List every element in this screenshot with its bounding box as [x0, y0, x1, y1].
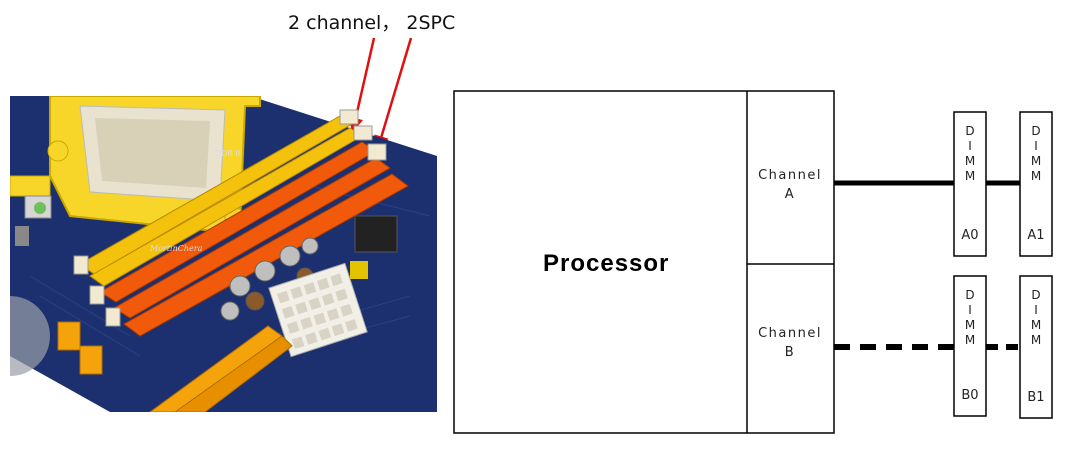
- dimm-letter: I: [1034, 139, 1038, 153]
- slot-label-b0: B0: [961, 388, 979, 403]
- dimm-a1-letters: D I M M: [1020, 124, 1052, 184]
- dimm-b0: [953, 275, 987, 417]
- processor-label: Processor: [543, 250, 670, 277]
- slot-label-b1: B1: [1027, 390, 1045, 405]
- chipset: [354, 215, 398, 253]
- dimm-letter: D: [1031, 124, 1041, 138]
- motherboard-photo: DDR II MortinChera: [10, 96, 437, 412]
- sata-port: [79, 345, 103, 375]
- dimm-b1: [1019, 275, 1053, 419]
- caption: 2 channel， 2SPC: [288, 12, 456, 34]
- dimm-slots: [73, 109, 409, 337]
- dimm-letter: M: [1030, 333, 1042, 347]
- channel-a-label: Channel A: [745, 166, 835, 204]
- channel-b-label: Channel B: [745, 324, 835, 362]
- dimm-a0: [953, 111, 987, 257]
- dimm-letter: I: [968, 303, 972, 317]
- channel-b-line2: B: [784, 345, 796, 360]
- dimm-letter: M: [1030, 169, 1042, 183]
- dimm-b1-letters: D I M M: [1020, 288, 1052, 348]
- dimm-letter: M: [1030, 318, 1042, 332]
- dimm-letter: D: [1031, 288, 1041, 302]
- dimm-letter: M: [964, 154, 976, 168]
- dimm-letter: M: [964, 169, 976, 183]
- channel-a-line1: Channel: [758, 168, 822, 183]
- dimm-letter: D: [965, 288, 975, 302]
- dimm-b0-letters: D I M M: [954, 288, 986, 348]
- dimm-letter: I: [968, 139, 972, 153]
- arrow-channel-2: [374, 37, 413, 151]
- dimm-letter: M: [1030, 154, 1042, 168]
- capacitors: [220, 237, 319, 321]
- channel-a-line2: A: [784, 187, 796, 202]
- dimm-letter: I: [1034, 303, 1038, 317]
- dimm-a0-letters: D I M M: [954, 124, 986, 184]
- slot-label-a1: A1: [1027, 228, 1045, 243]
- dimm-letter: D: [965, 124, 975, 138]
- processor-box: [453, 90, 835, 434]
- dimm-a1: [1019, 111, 1053, 257]
- board-label-ddr: DDR II: [215, 149, 240, 158]
- dimm-letter: M: [964, 318, 976, 332]
- dimm-letter: M: [964, 333, 976, 347]
- board-label-brand: MortinChera: [149, 244, 203, 253]
- yellow-chip: [350, 261, 368, 279]
- sata-port: [57, 321, 81, 351]
- slot-label-a0: A0: [961, 228, 979, 243]
- channel-b-line1: Channel: [758, 326, 822, 341]
